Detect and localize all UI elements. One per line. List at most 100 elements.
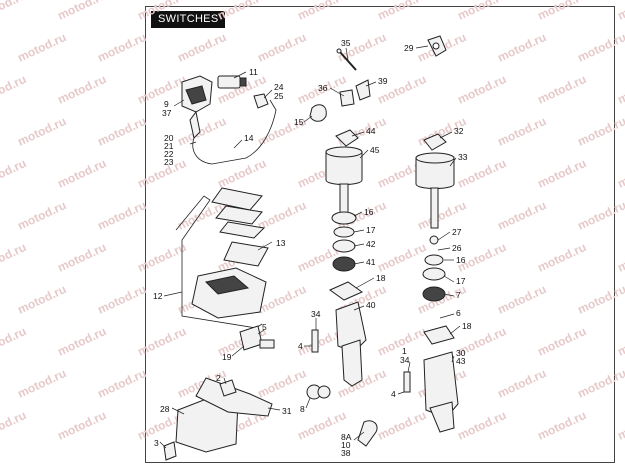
pin-and-clips — [309, 35, 447, 122]
watermark-text: motod.ru — [495, 366, 548, 401]
watermark-text: motod.ru — [535, 0, 588, 23]
watermark-text: motod.ru — [535, 408, 588, 443]
callout-8A: 8A — [341, 432, 352, 442]
watermark-text: motod.ru — [0, 240, 28, 275]
callout-1: 1 — [402, 346, 407, 356]
watermark-text: motod.ru — [575, 282, 625, 317]
callout-17-left: 17 — [366, 225, 376, 235]
callout-7: 7 — [456, 290, 461, 300]
watermark-text: motod.ru — [375, 408, 428, 443]
watermark-text: motod.ru — [15, 114, 68, 149]
callout-35: 35 — [341, 38, 351, 48]
callout-18-left: 18 — [376, 273, 386, 283]
left-switch-assembly — [311, 129, 367, 387]
callout-42: 42 — [366, 239, 376, 249]
callout-23: 23 — [164, 157, 174, 167]
watermark-text: motod.ru — [255, 366, 308, 401]
watermark-text: motod.ru — [615, 72, 625, 107]
watermark-text: motod.ru — [215, 0, 268, 23]
callout-31: 31 — [282, 406, 292, 416]
leader-lines — [159, 45, 461, 449]
watermark-text: motod.ru — [95, 366, 148, 401]
callout-25: 25 — [274, 91, 284, 101]
switch-housing-stack — [175, 187, 275, 351]
watermark-text: motod.ru — [135, 156, 188, 191]
watermark-text: motod.ru — [15, 198, 68, 233]
watermark-text: motod.ru — [55, 0, 108, 23]
watermark-text: motod.ru — [535, 240, 588, 275]
watermark-text: motod.ru — [535, 324, 588, 359]
watermark-text: motod.ru — [615, 240, 625, 275]
watermark-text: motod.ru — [575, 30, 625, 65]
watermark-text: motod.ru — [495, 198, 548, 233]
watermark-text: motod.ru — [255, 30, 308, 65]
diagram-title: SWITCHES — [151, 11, 226, 28]
callout-32: 32 — [454, 126, 464, 136]
watermark-text: motod.ru — [55, 240, 108, 275]
watermark-text: motod.ru — [535, 156, 588, 191]
watermark-text: motod.ru — [95, 114, 148, 149]
watermark-text: motod.ru — [0, 156, 28, 191]
watermark-text: motod.ru — [135, 324, 188, 359]
callout-38: 38 — [341, 448, 351, 458]
lower-switch-housing — [163, 377, 378, 461]
callout-19: 19 — [222, 352, 232, 362]
watermark-text: motod.ru — [455, 408, 508, 443]
watermark-text: motod.ru — [495, 30, 548, 65]
callout-21: 21 — [164, 141, 174, 151]
callout-16-left: 16 — [364, 207, 374, 217]
watermark-text: motod.ru — [55, 324, 108, 359]
watermark-text: motod.ru — [95, 282, 148, 317]
callout-6: 6 — [456, 308, 461, 318]
watermark-text: motod.ru — [15, 282, 68, 317]
callout-5: 5 — [262, 322, 267, 332]
watermark-text: motod.ru — [455, 0, 508, 23]
callout-34-right: 34 — [400, 355, 410, 365]
watermark-text: motod.ru — [135, 0, 188, 23]
callout-13: 13 — [276, 238, 286, 248]
watermark-text: motod.ru — [15, 30, 68, 65]
callout-10: 10 — [341, 440, 351, 450]
watermark-text: motod.ru — [0, 324, 28, 359]
callout-11: 11 — [249, 67, 258, 77]
callout-9: 9 — [164, 99, 169, 109]
callout-29: 29 — [404, 43, 414, 53]
watermark-text: motod.ru — [0, 0, 28, 23]
watermark-text: motod.ru — [375, 240, 428, 275]
callout-44: 44 — [366, 126, 376, 136]
right-switch-assembly — [403, 133, 459, 433]
callout-3: 3 — [154, 438, 159, 448]
watermark-text: motod.ru — [575, 198, 625, 233]
watermark-text: motod.ru — [135, 72, 188, 107]
callout-labels: 11 9 37 24 25 14 20 21 22 23 35 29 36 39… — [153, 38, 472, 458]
callout-30: 30 — [456, 348, 466, 358]
watermark-text: motod.ru — [615, 0, 625, 23]
watermark-text: motod.ru — [495, 114, 548, 149]
callout-43: 43 — [456, 356, 466, 366]
watermark-text: motod.ru — [215, 156, 268, 191]
diagram-frame — [145, 6, 615, 463]
callout-17-right: 17 — [456, 276, 466, 286]
watermark-text: motod.ru — [615, 156, 625, 191]
callout-34-left: 34 — [311, 309, 321, 319]
callout-27: 27 — [452, 227, 462, 237]
callout-37: 37 — [162, 108, 172, 118]
callout-20: 20 — [164, 133, 174, 143]
watermark-text: motod.ru — [55, 408, 108, 443]
callout-14: 14 — [244, 133, 254, 143]
callout-15: 15 — [294, 117, 304, 127]
watermark-text: motod.ru — [575, 366, 625, 401]
watermark-text: motod.ru — [55, 72, 108, 107]
watermark-text: motod.ru — [175, 114, 228, 149]
watermark-text: motod.ru — [295, 0, 348, 23]
watermark-text: motod.ru — [95, 198, 148, 233]
watermark-text: motod.ru — [615, 324, 625, 359]
callout-36: 36 — [318, 83, 328, 93]
callout-16-right: 16 — [456, 255, 466, 265]
callout-2: 2 — [216, 373, 221, 383]
watermark-text: motod.ru — [0, 72, 28, 107]
watermark-text: motod.ru — [495, 282, 548, 317]
watermark-text: motod.ru — [615, 408, 625, 443]
callout-24: 24 — [274, 82, 284, 92]
